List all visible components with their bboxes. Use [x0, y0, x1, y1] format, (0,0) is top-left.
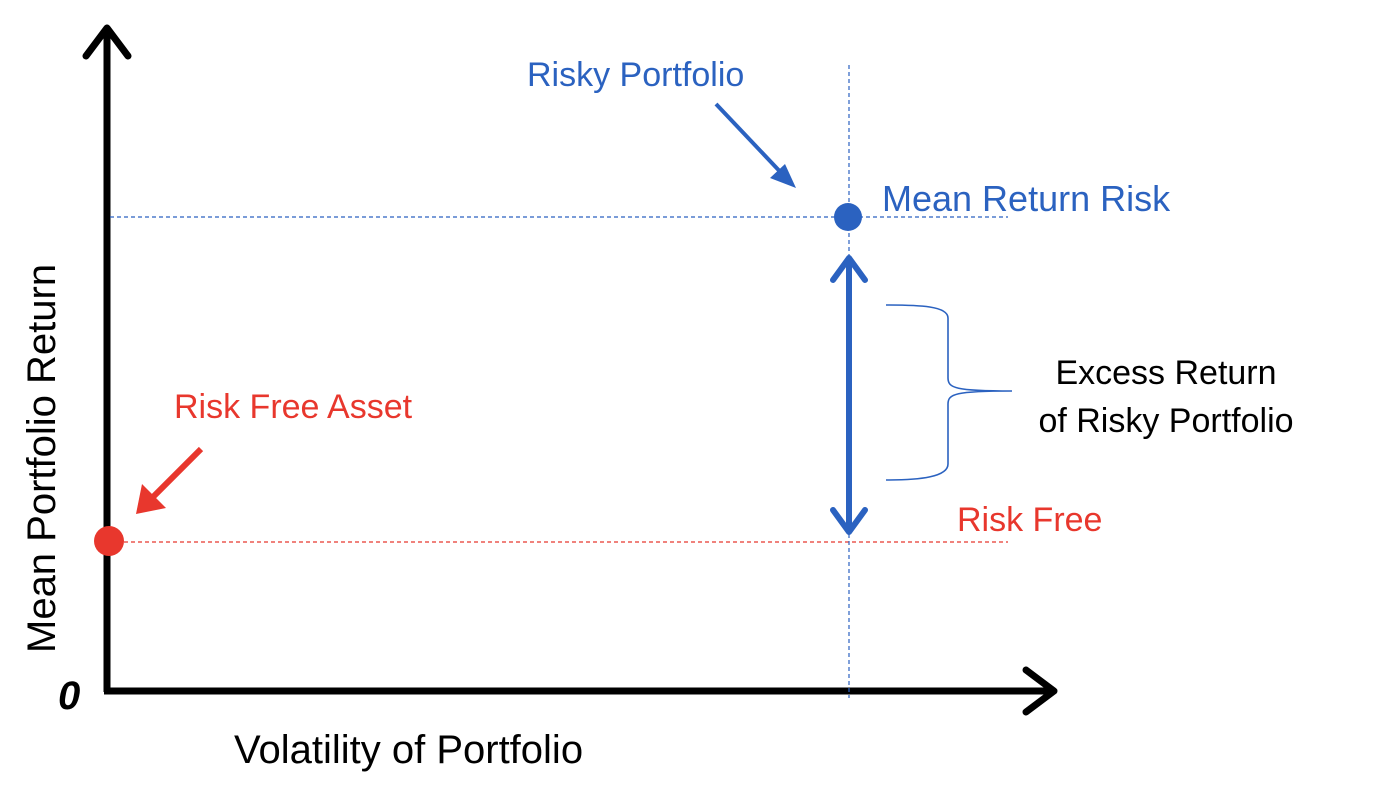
risk-free-point	[94, 526, 124, 556]
mean-return-risk-label: Mean Return Risk	[882, 178, 1171, 219]
x-axis-label: Volatility of Portfolio	[234, 728, 583, 772]
risk-free-asset-label: Risk Free Asset	[174, 388, 413, 426]
risky-portfolio-point	[834, 203, 862, 231]
excess-return-label-line2: of Risky Portfolio	[1038, 402, 1293, 440]
excess-return-arrowhead-bottom	[830, 507, 868, 535]
x-axis-arrowhead	[1022, 666, 1058, 716]
risky-portfolio-pointer-arrow	[714, 102, 790, 182]
y-axis-label: Mean Portfolio Return	[20, 264, 64, 653]
risk-free-line-label: Risk Free	[957, 501, 1102, 539]
excess-return-arrowhead-top	[830, 255, 868, 283]
excess-return-brace	[885, 304, 1013, 481]
risk-free-pointer-arrowhead	[136, 484, 166, 514]
risk-free-pointer-arrow	[147, 446, 204, 503]
y-axis-arrowhead	[82, 24, 132, 60]
risky-portfolio-pointer-arrowhead	[770, 164, 796, 188]
excess-return-label-line1: Excess Return	[1055, 354, 1276, 392]
risky-portfolio-label: Risky Portfolio	[527, 56, 744, 94]
origin-label: 0	[58, 674, 80, 718]
